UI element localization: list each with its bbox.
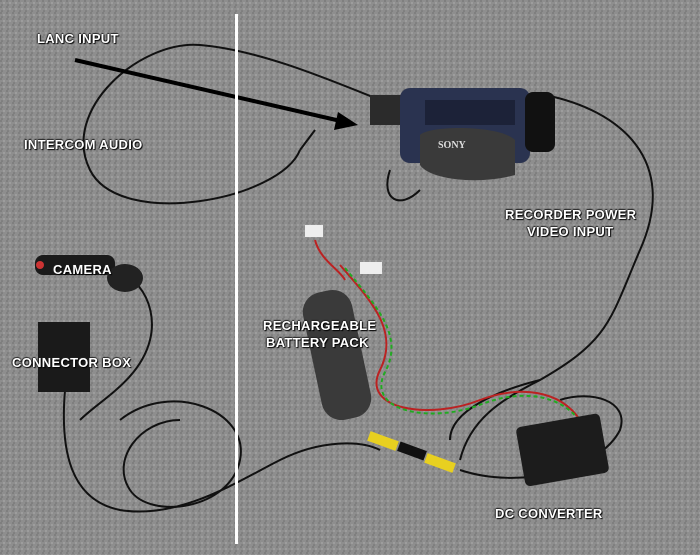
lanc-arrow — [74, 58, 358, 130]
red-green-wires — [314, 239, 583, 425]
label-lanc-input: LANC INPUT — [37, 31, 119, 46]
divider-line — [235, 14, 238, 544]
dc-converter — [516, 413, 609, 487]
label-battery-pack: BATTERY PACK — [266, 335, 369, 350]
small-camera — [35, 255, 143, 292]
sony-logo: SONY — [438, 140, 467, 151]
battery-pack — [302, 289, 372, 421]
camcorder: SONY — [370, 88, 555, 181]
battery-connector — [305, 225, 323, 237]
connector-box — [38, 322, 90, 392]
label-video-input: VIDEO INPUT — [527, 224, 614, 239]
label-connector-box: CONNECTOR BOX — [12, 355, 132, 370]
rca-plugs — [367, 431, 456, 473]
label-recorder-power: RECORDER POWER — [505, 207, 637, 222]
label-rechargeable: RECHARGEABLE — [263, 318, 377, 333]
label-intercom-audio: INTERCOM AUDIO — [24, 137, 143, 152]
label-camera: CAMERA — [53, 262, 112, 277]
label-dc-converter: DC CONVERTER — [495, 506, 603, 521]
battery-connector-2 — [360, 262, 382, 274]
